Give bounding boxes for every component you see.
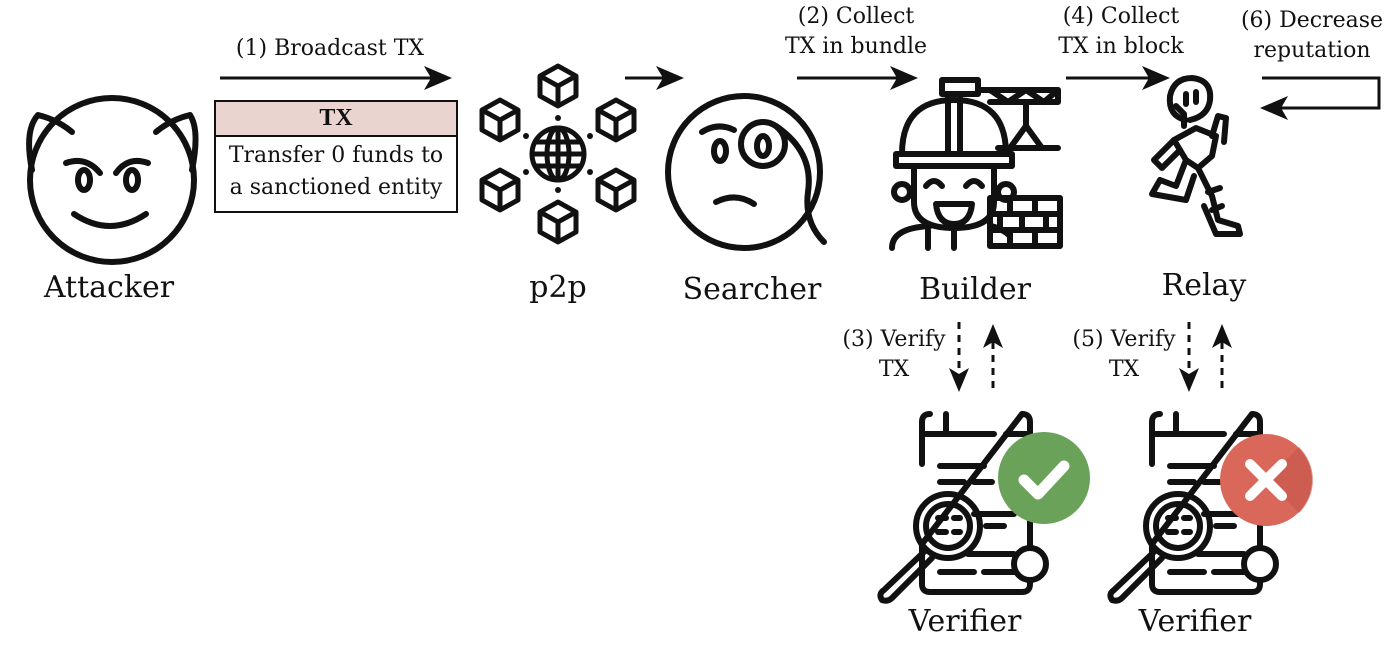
tx-box: TX Transfer 0 funds to a sanctioned enti… xyxy=(214,100,458,213)
step-5-line1: (5) Verify xyxy=(1072,327,1176,352)
tx-box-header: TX xyxy=(216,102,456,137)
tx-box-body: Transfer 0 funds to a sanctioned entity xyxy=(216,137,456,204)
check-badge-icon xyxy=(998,432,1090,524)
node-label-relay: Relay xyxy=(1161,268,1247,303)
step-6-label: (6) Decrease reputation xyxy=(1236,6,1388,66)
step-6-line1: (6) Decrease xyxy=(1240,8,1384,33)
construction-worker-icon xyxy=(889,77,1063,251)
step-3-line1: (3) Verify xyxy=(842,327,946,352)
arrow-verify-1 xyxy=(949,322,1003,392)
node-label-verifier-2: Verifier xyxy=(1138,604,1252,639)
step-6-line2: reputation xyxy=(1253,38,1371,63)
cross-badge-icon xyxy=(1220,434,1313,526)
devil-face-icon xyxy=(26,95,199,265)
network-globe-icon xyxy=(478,63,638,242)
monocle-face-icon xyxy=(665,93,827,251)
node-label-searcher: Searcher xyxy=(682,272,822,307)
arrow-collect-block xyxy=(1066,66,1170,90)
tx-box-line2: a sanctioned entity xyxy=(229,175,443,200)
step-2-label: (2) Collect TX in bundle xyxy=(770,2,942,62)
arrow-broadcast xyxy=(220,66,452,90)
step-5-line2: TX xyxy=(1108,357,1140,382)
step-3-line2: TX xyxy=(878,357,910,382)
step-4-line1: (4) Collect xyxy=(1062,4,1180,29)
step-1-text: (1) Broadcast TX xyxy=(235,36,425,61)
node-label-p2p: p2p xyxy=(529,270,587,305)
step-4-label: (4) Collect TX in block xyxy=(1046,2,1196,62)
arrow-p2p-to-searcher xyxy=(625,66,684,90)
node-label-attacker: Attacker xyxy=(43,270,175,305)
step-2-line2: TX in bundle xyxy=(784,34,928,59)
node-label-verifier-1: Verifier xyxy=(908,604,1022,639)
step-1-label: (1) Broadcast TX xyxy=(216,34,444,64)
arrow-collect-bundle xyxy=(797,66,918,90)
arrow-verify-2 xyxy=(1179,322,1232,392)
step-5-label: (5) Verify TX xyxy=(1060,325,1188,385)
step-3-label: (3) Verify TX xyxy=(830,325,958,385)
runner-icon xyxy=(1149,75,1243,237)
document-search-icon xyxy=(1107,411,1313,604)
arrow-decrease-reputation xyxy=(1260,76,1381,120)
tx-box-line1: Transfer 0 funds to xyxy=(228,143,444,168)
node-label-builder: Builder xyxy=(919,272,1031,307)
step-4-line2: TX in block xyxy=(1058,34,1184,59)
step-2-line1: (2) Collect xyxy=(797,4,915,29)
document-search-icon xyxy=(877,411,1090,604)
